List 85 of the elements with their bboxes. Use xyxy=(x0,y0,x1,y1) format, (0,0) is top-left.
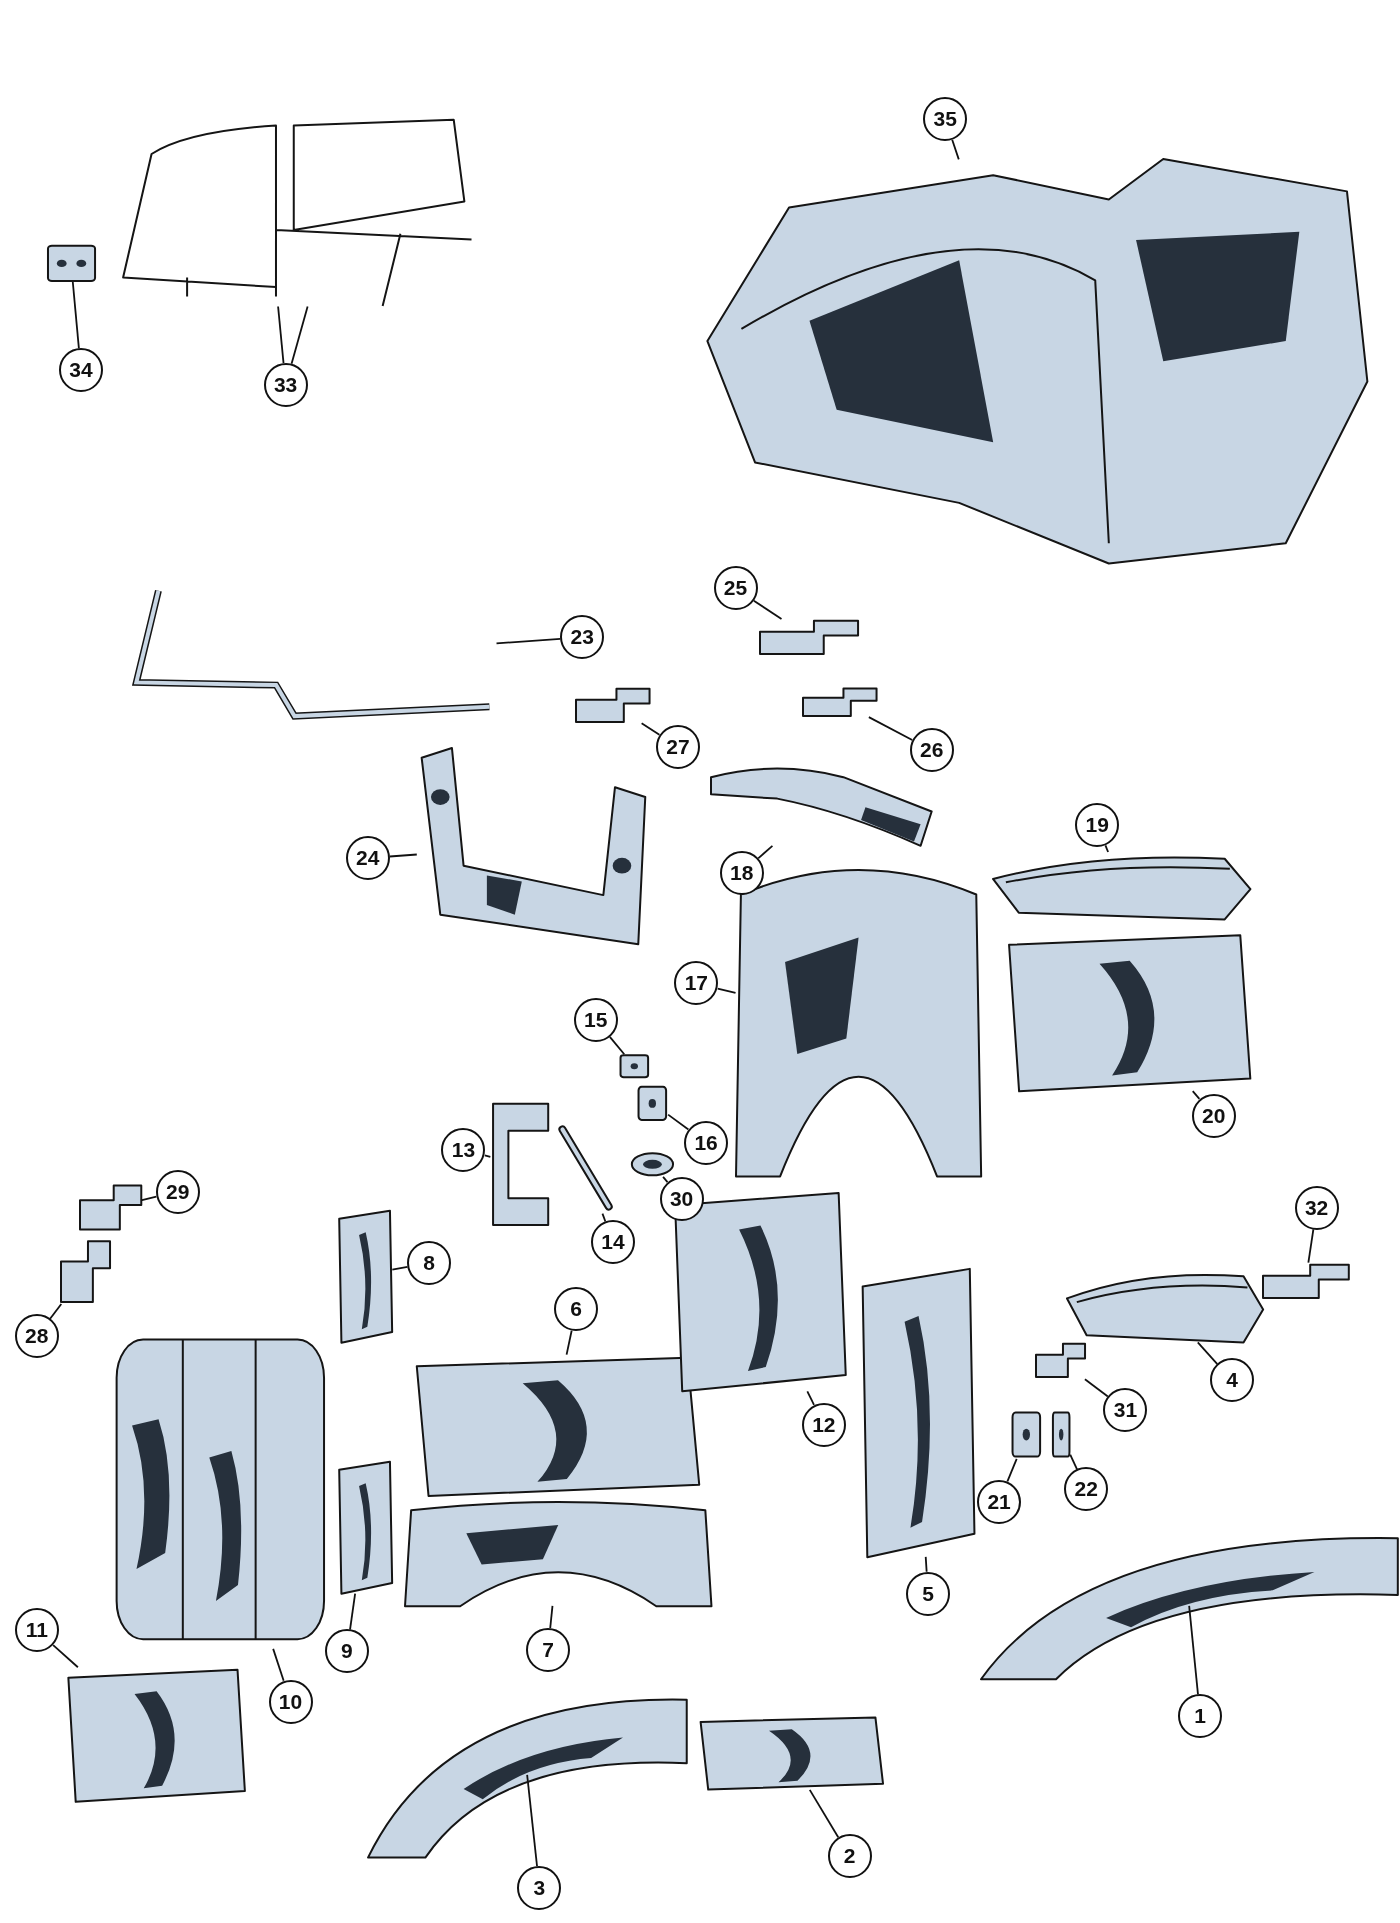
callout-number: 22 xyxy=(1064,1467,1109,1512)
callout-number: 5 xyxy=(906,1571,950,1616)
callout-number: 26 xyxy=(909,728,954,773)
leader-line xyxy=(290,305,309,365)
leader-line xyxy=(757,845,774,860)
callout-number: 31 xyxy=(1103,1387,1148,1432)
callout-number: 8 xyxy=(407,1240,452,1285)
body-panel-drawing xyxy=(337,1458,393,1594)
callout-number: 32 xyxy=(1294,1185,1339,1230)
leader-line xyxy=(867,716,914,741)
leader-line xyxy=(349,1592,357,1631)
leader-line xyxy=(1069,1453,1078,1471)
callout-number: 19 xyxy=(1075,803,1120,848)
callout-number: 3 xyxy=(517,1865,562,1910)
leader-line xyxy=(388,853,418,858)
leader-line xyxy=(806,1390,815,1406)
leader-line xyxy=(667,1113,690,1131)
clip-drawing xyxy=(1051,1409,1071,1459)
callout-number: 6 xyxy=(554,1287,599,1332)
leader-line xyxy=(565,1329,573,1356)
leader-line xyxy=(640,722,661,736)
leader-line xyxy=(662,1176,669,1183)
callout-number: 20 xyxy=(1191,1093,1236,1138)
callout-number: 12 xyxy=(801,1402,846,1447)
bracket-drawing xyxy=(1035,1342,1085,1380)
disc-drawing xyxy=(631,1152,675,1177)
callout-number: 16 xyxy=(684,1120,729,1165)
callout-number: 24 xyxy=(345,836,390,881)
leader-line xyxy=(52,1644,79,1669)
leader-line xyxy=(277,305,285,364)
leader-line xyxy=(391,1265,409,1271)
callout-number: 10 xyxy=(268,1679,313,1724)
leader-line xyxy=(1006,1457,1018,1483)
leader-line xyxy=(1188,1605,1199,1696)
callout-number: 14 xyxy=(590,1219,635,1264)
leader-line xyxy=(1084,1378,1109,1398)
callout-number: 15 xyxy=(573,997,618,1042)
bracket-drawing xyxy=(79,1183,141,1233)
leader-line xyxy=(272,1647,285,1682)
leader-line xyxy=(608,1036,626,1056)
bracket-drawing xyxy=(1262,1262,1349,1300)
callout-number: 13 xyxy=(441,1127,486,1172)
leader-line xyxy=(752,599,783,620)
callout-number: 27 xyxy=(655,724,700,769)
callout-number: 17 xyxy=(674,961,719,1006)
leader-line xyxy=(1191,1090,1201,1100)
leader-line xyxy=(716,987,737,994)
callout-number: 23 xyxy=(560,615,605,660)
wheel-arch-drawing xyxy=(404,1501,711,1606)
callout-number: 4 xyxy=(1210,1358,1255,1403)
clip-drawing xyxy=(637,1084,669,1122)
leader-line xyxy=(1196,1341,1219,1365)
callout-number: 2 xyxy=(827,1834,872,1879)
callout-number: 9 xyxy=(324,1629,369,1674)
leader-line xyxy=(140,1195,158,1202)
callout-number: 1 xyxy=(1178,1694,1223,1739)
body-panel-drawing xyxy=(337,1207,393,1343)
leader-line xyxy=(808,1788,840,1839)
bracket-drawing xyxy=(61,1238,111,1306)
callout-number: 30 xyxy=(659,1176,704,1221)
callout-number: 11 xyxy=(14,1608,59,1653)
clip-drawing xyxy=(1011,1409,1042,1459)
callout-number: 18 xyxy=(719,850,764,895)
callout-number: 7 xyxy=(526,1628,570,1673)
leader-line xyxy=(495,638,562,645)
leader-line xyxy=(951,138,960,161)
callout-number: 25 xyxy=(713,566,758,611)
leader-line xyxy=(526,1774,538,1867)
leader-line xyxy=(49,1303,63,1320)
callout-number: 34 xyxy=(58,348,103,393)
clip-drawing xyxy=(619,1054,650,1079)
bracket-drawing xyxy=(760,619,859,656)
callout-number: 21 xyxy=(977,1479,1022,1524)
leader-line xyxy=(549,1605,554,1630)
leader-line xyxy=(71,281,80,350)
leader-line xyxy=(924,1556,928,1573)
callout-number: 28 xyxy=(14,1314,59,1359)
leader-line xyxy=(1104,844,1109,853)
hinge-drawing xyxy=(46,245,96,282)
callout-number: 29 xyxy=(155,1169,200,1214)
bracket-drawing xyxy=(802,686,877,718)
bracket-drawing xyxy=(576,686,650,724)
callout-number: 35 xyxy=(923,96,968,141)
leader-line xyxy=(1307,1228,1315,1264)
callout-number: 33 xyxy=(263,362,308,407)
